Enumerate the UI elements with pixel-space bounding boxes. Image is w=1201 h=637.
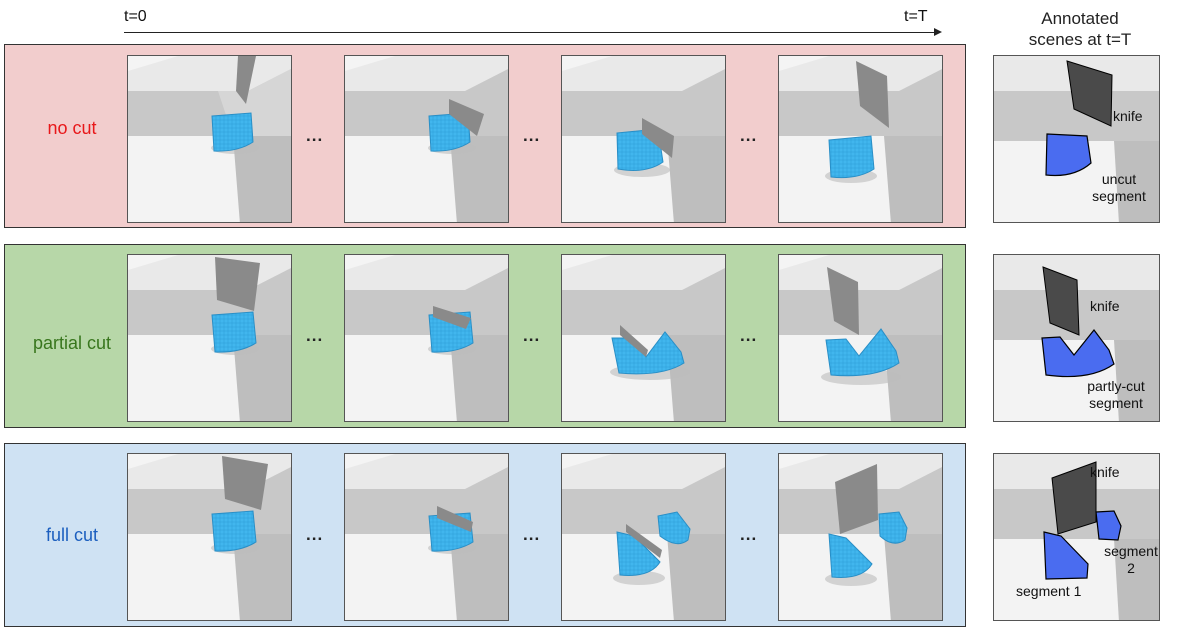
segment-label: partly-cut segment [1078,378,1154,412]
ellipsis: ... [740,525,758,544]
ellipsis: ... [306,326,324,345]
knife [835,464,878,534]
segment-1-label: segment 1 [1016,583,1082,599]
timeline-arrow-head [934,28,942,36]
knife [827,267,859,335]
knife [215,257,260,311]
row-label-full-cut: full cut [45,525,99,545]
scene-frame [344,453,509,621]
knife [1066,60,1113,127]
segment-label-line2: segment [1092,188,1146,204]
annotated-scene-no-cut: knife uncut segment [993,55,1160,223]
ellipsis: ... [306,126,324,145]
scene-frame [778,55,943,223]
segment-1 [1043,531,1089,580]
segment-label-line2: segment [1089,395,1143,411]
ellipsis: ... [523,326,541,345]
scene-frame [778,254,943,422]
ellipsis: ... [523,525,541,544]
scene-frame [561,254,726,422]
knife [437,506,473,532]
scene-frame [561,453,726,621]
scene-frame [344,254,509,422]
annotated-header-line2: scenes at t=T [1028,30,1132,49]
knife [1051,461,1097,535]
knife [626,524,662,558]
segment-label: uncut segment [1089,171,1149,205]
knife [433,306,471,329]
knife-label: knife [1090,464,1120,480]
knife [620,325,648,357]
ellipsis: ... [740,326,758,345]
row-label-partial-cut: partial cut [32,333,112,353]
annotated-scene-partial-cut: knife partly-cut segment [993,254,1160,422]
ellipsis: ... [740,126,758,145]
segment-2 [1095,510,1122,541]
segment [1045,133,1092,177]
timeline-arrow [124,32,940,33]
knife-label: knife [1113,108,1143,124]
annotated-header-line1: Annotated [1041,9,1119,28]
segment-label-line1: partly-cut [1087,378,1145,394]
scene-frame [127,254,292,422]
segment-label-line1: uncut [1101,171,1137,187]
knife [236,56,256,104]
scene-frame [561,55,726,223]
knife [449,99,484,136]
scene-frame [778,453,943,621]
scene-frame [127,453,292,621]
knife [1042,266,1080,336]
timeline-end-label: t=T [904,8,928,25]
knife [856,61,889,128]
row-label-no-cut: no cut [47,118,97,138]
knife [642,118,674,158]
scene-frame [344,55,509,223]
annotated-scene-full-cut: knife segment 2 segment 1 [993,453,1160,621]
segment [1041,329,1115,378]
ellipsis: ... [523,126,541,145]
annotated-header: Annotated scenes at t=T [985,8,1175,50]
segment-2-label: segment 2 [1104,543,1158,576]
knife [222,456,268,510]
knife-label: knife [1090,298,1120,314]
scene-frame [127,55,292,223]
ellipsis: ... [306,525,324,544]
timeline-start-label: t=0 [124,8,147,25]
